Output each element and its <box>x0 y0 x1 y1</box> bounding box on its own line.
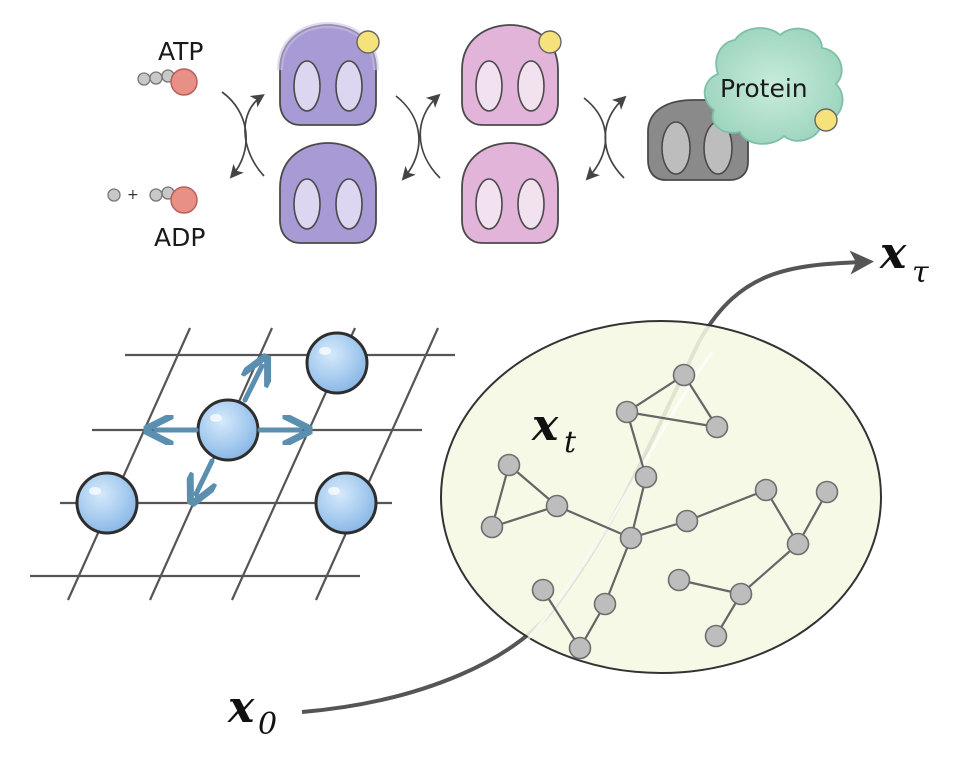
hop-arrows <box>156 366 300 494</box>
atp-label: ATP <box>158 37 204 66</box>
cycle-arrows-3 <box>583 95 627 181</box>
chaperone-purple-icon-2 <box>279 142 377 244</box>
atp-molecule-icon <box>137 68 198 96</box>
lattice-particle-icon <box>196 398 260 462</box>
cycle-arrows-2 <box>395 93 441 181</box>
molecular-graph-icon <box>480 363 839 660</box>
lattice-particles <box>75 331 378 535</box>
xtau-base: x <box>879 228 907 279</box>
protein-label: Protein <box>720 74 808 103</box>
label-x0: x 0 <box>227 682 277 742</box>
x0-sub: 0 <box>258 707 277 742</box>
xt-sub: t <box>564 425 577 460</box>
chaperone-pink-icon-2 <box>461 142 559 244</box>
chaperone-pink-icon <box>461 24 562 126</box>
trajectory-curve-faint <box>518 351 714 650</box>
chaperone-purple-icon <box>277 21 380 126</box>
adp-group: + ADP <box>107 186 205 252</box>
atp-group: ATP <box>137 37 204 96</box>
lattice-particle-icon <box>75 471 139 535</box>
state-ellipse <box>440 320 882 674</box>
lattice-particle-icon <box>314 471 378 535</box>
xtau-sub: τ <box>912 255 929 290</box>
adp-molecule-icon: + <box>107 186 198 214</box>
x0-base: x <box>227 682 255 733</box>
lattice-grid <box>30 327 455 601</box>
cycle-arrows-1 <box>221 91 265 179</box>
label-xt: x t <box>531 400 577 460</box>
xt-base: x <box>531 400 559 451</box>
lattice-particle-icon <box>305 331 369 395</box>
plus-sign: + <box>127 187 139 203</box>
label-xtau: x τ <box>879 228 929 290</box>
protein-cloud-icon <box>703 27 844 145</box>
adp-label: ADP <box>154 223 205 252</box>
